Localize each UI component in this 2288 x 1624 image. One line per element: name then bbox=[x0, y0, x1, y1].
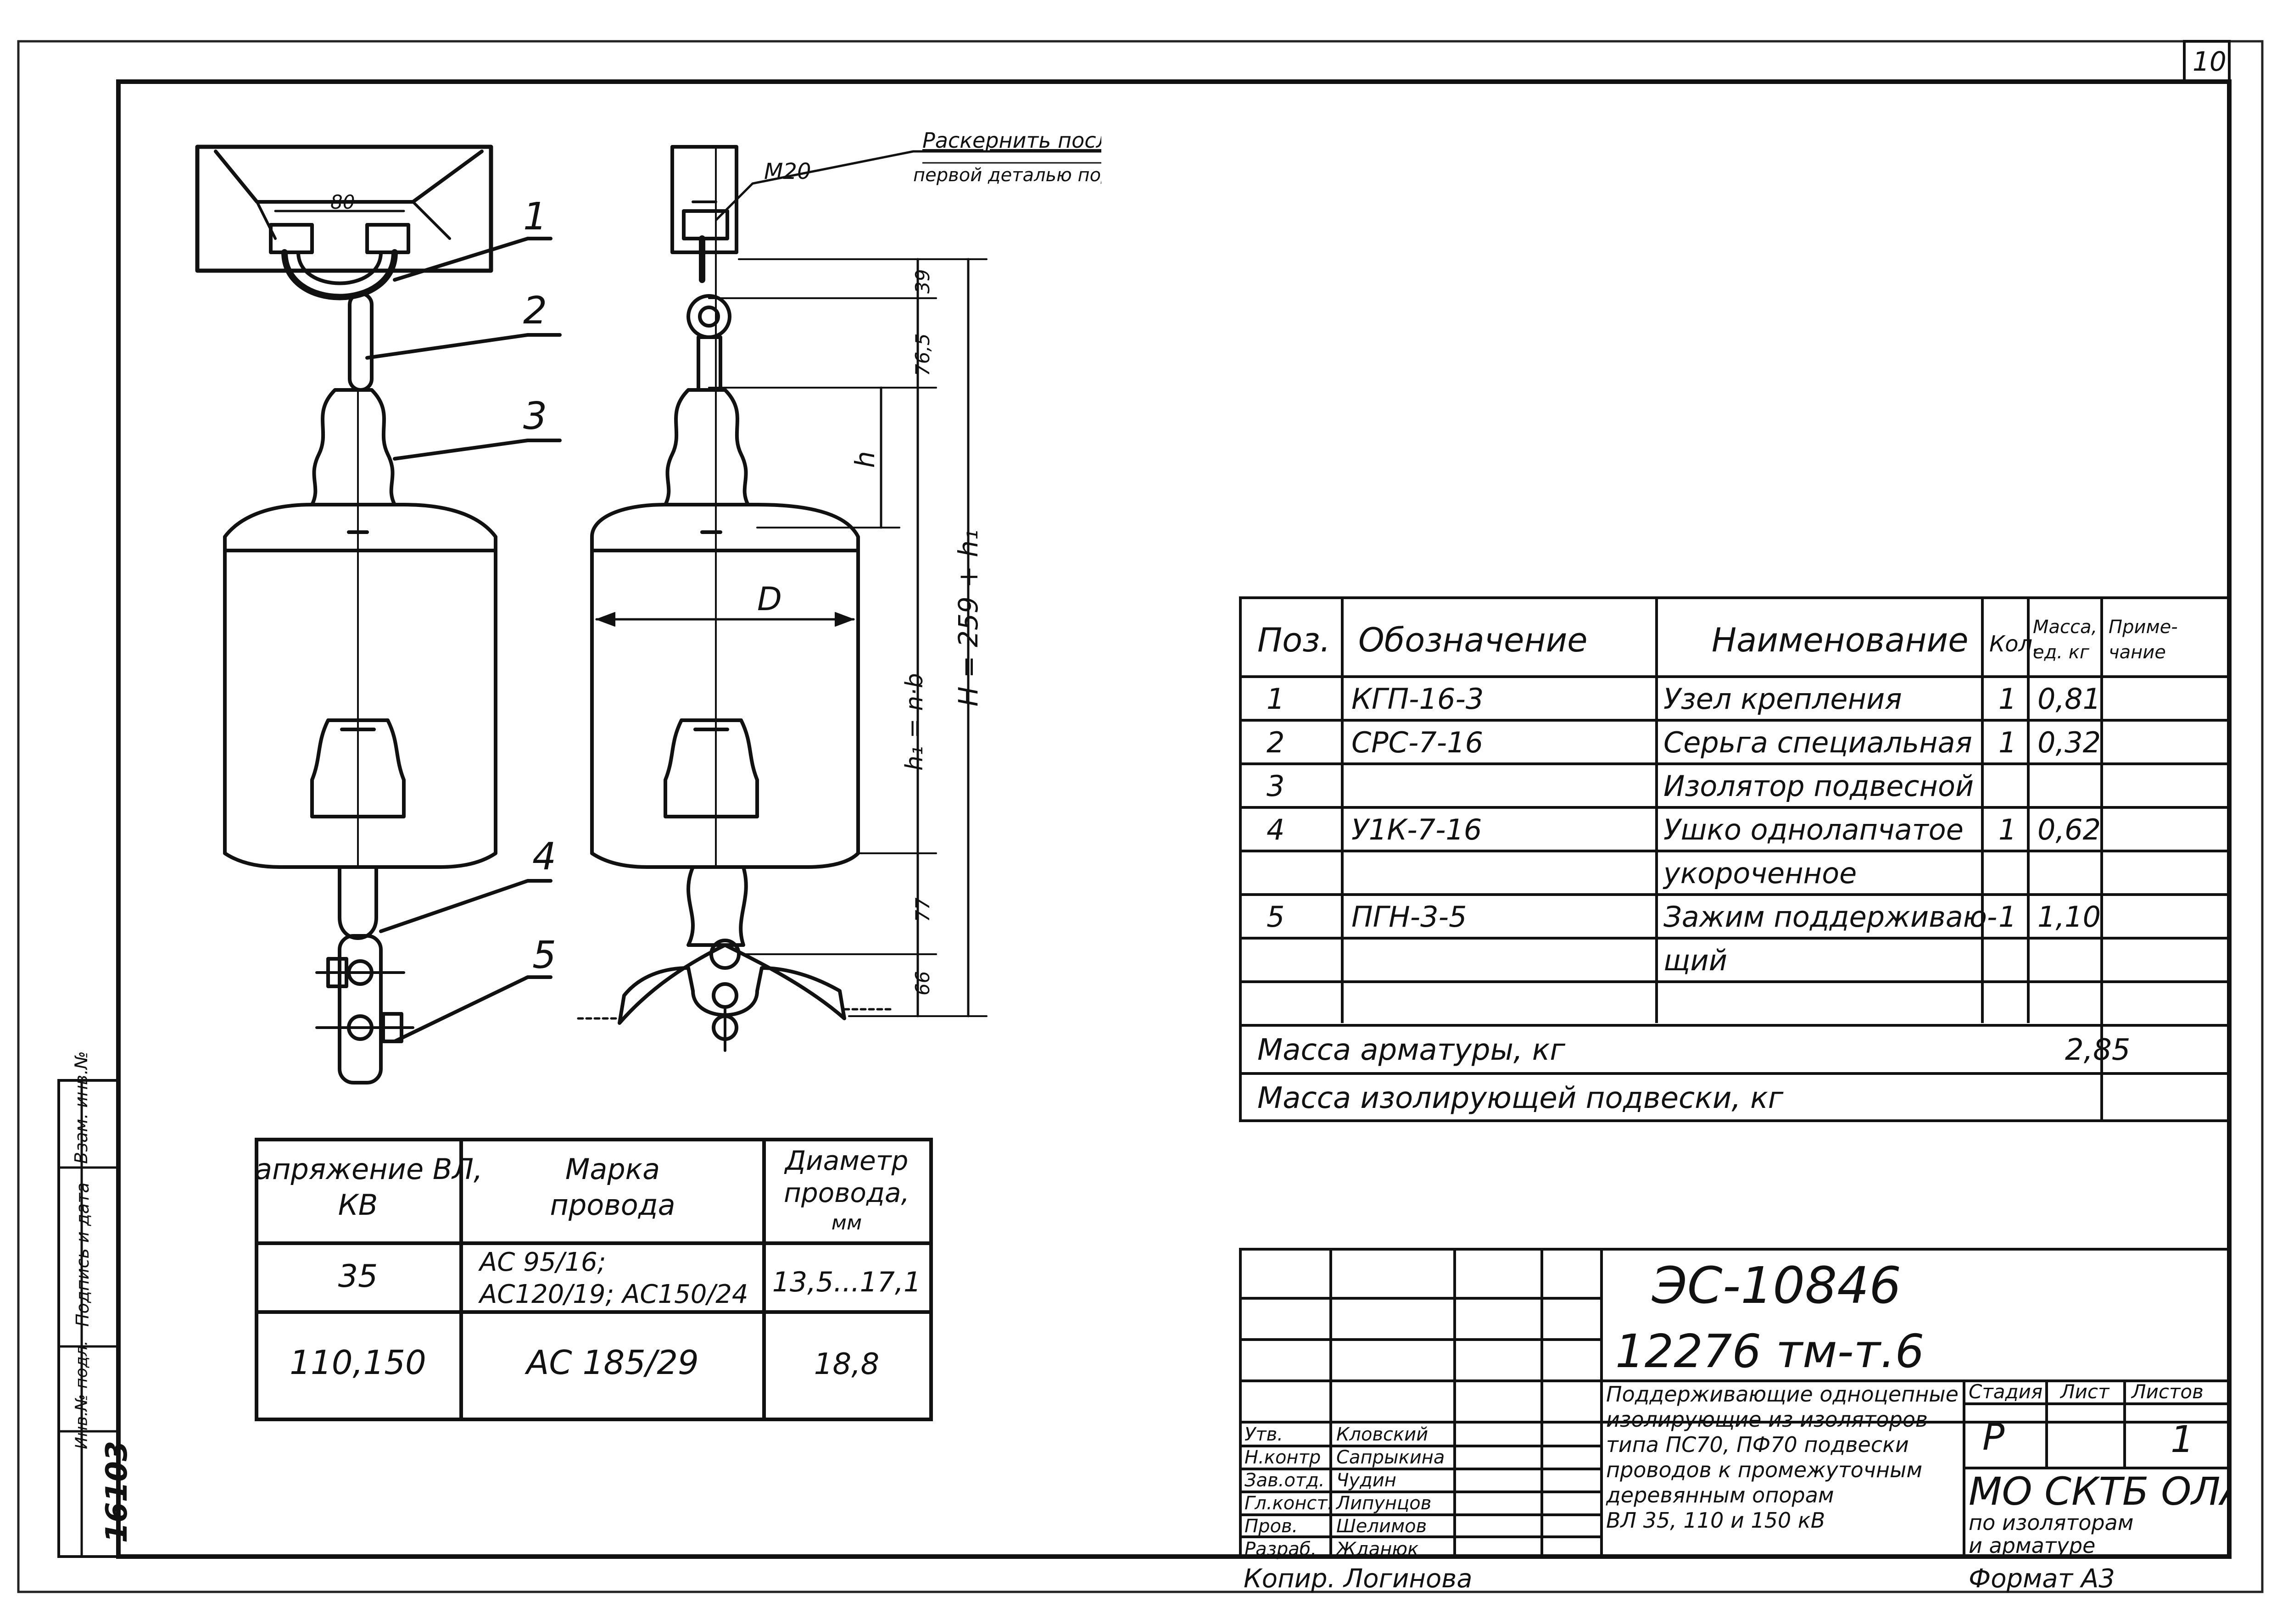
parts-row-mass: 0,32 bbox=[2037, 726, 2101, 759]
wire-row2-diameter: 18,8 bbox=[814, 1347, 880, 1381]
parts-row-qty: 1 bbox=[1998, 726, 2016, 759]
suspension-mass-label: Масса изолирующей подвески, кг bbox=[1257, 1081, 1784, 1115]
note-line1: Раскернить после соединения с bbox=[922, 128, 1101, 153]
parts-row-pos: 3 bbox=[1267, 769, 1284, 803]
parts-row-designation: СРС-7-16 bbox=[1351, 726, 1483, 759]
title-description-line: изолирующие из изоляторов bbox=[1606, 1407, 1928, 1432]
copied-by: Копир. Логинова bbox=[1244, 1564, 1473, 1594]
parts-row-name: Изолятор подвесной bbox=[1663, 769, 1974, 803]
signatory-role: Гл.конст. bbox=[1244, 1493, 1333, 1514]
signatory-name: Кловский bbox=[1336, 1424, 1428, 1445]
side-stamp-inv-orig: Инв.№ подл. bbox=[72, 1340, 91, 1449]
org-line2: по изоляторам bbox=[1969, 1510, 2133, 1535]
sheets-label: Листов bbox=[2131, 1380, 2204, 1403]
parts-row-pos: 4 bbox=[1267, 813, 1284, 846]
fittings-mass-value: 2,85 bbox=[2065, 1033, 2131, 1067]
parts-header-mass: Масса,ед. кг bbox=[2033, 617, 2097, 663]
dim-h: h bbox=[849, 451, 881, 468]
wire-header-voltage: Напряжение ВЛ,КВ bbox=[255, 1152, 483, 1222]
title-description-line: проводов к промежуточным bbox=[1606, 1457, 1922, 1482]
title-block: ЭС-10846 12276 тм-т.6 Утв. КловскийН.конт… bbox=[1239, 1248, 2230, 1594]
parts-row-name: Серьга специальная bbox=[1663, 726, 1972, 759]
signatory-name: Липунцов bbox=[1335, 1493, 1431, 1514]
signatory-role: Разраб. bbox=[1244, 1539, 1317, 1560]
parts-row-name: Узел крепления bbox=[1663, 682, 1902, 716]
signatory-name: Сапрыкина bbox=[1336, 1447, 1445, 1468]
dim-39: 39 bbox=[911, 269, 934, 294]
title-description-line: деревянным опорам bbox=[1606, 1483, 1834, 1507]
signatory-name: Чудин bbox=[1336, 1470, 1396, 1491]
sheet-number: 10 bbox=[2193, 46, 2227, 77]
dim-76-5: 76,5 bbox=[911, 333, 934, 376]
doc-code: ЭС-10846 bbox=[1652, 1256, 1901, 1315]
parts-header-designation: Обозначение bbox=[1358, 621, 1588, 659]
dim-H: H = 259 + h₁ bbox=[953, 530, 984, 706]
signatory-role: Утв. bbox=[1244, 1424, 1283, 1445]
wire-row1-brand-line2: АС120/19; АС150/24 bbox=[478, 1279, 748, 1309]
parts-row-name: Ушко однолапчатое bbox=[1663, 813, 1964, 846]
parts-row-designation: КГП-16-3 bbox=[1351, 682, 1484, 716]
parts-row-mass: 0,62 bbox=[2037, 813, 2101, 846]
sheet-label: Лист bbox=[2059, 1380, 2110, 1403]
wire-row2-brand: АС 185/29 bbox=[525, 1343, 699, 1382]
signatory-role: Пров. bbox=[1244, 1516, 1298, 1537]
wire-row1-brand-line1: АС 95/16; bbox=[478, 1247, 606, 1277]
stage-label: Стадия bbox=[1969, 1380, 2042, 1403]
parts-row-name: укороченное bbox=[1663, 856, 1857, 890]
dim-66: 66 bbox=[911, 971, 934, 996]
dim-h1: h₁ = n·b bbox=[901, 673, 928, 771]
parts-row-qty: 1 bbox=[1998, 900, 2016, 934]
sheets-value: 1 bbox=[2171, 1418, 2194, 1461]
stage-value: Р bbox=[1982, 1416, 2005, 1458]
callout-5: 5 bbox=[532, 934, 556, 977]
side-stamp-sign-date: Подпись и дата bbox=[73, 1182, 93, 1327]
dim-m20: M20 bbox=[764, 159, 811, 184]
parts-header-pos: Поз. bbox=[1257, 621, 1330, 659]
signatory-name: Жданюк bbox=[1335, 1539, 1418, 1560]
parts-table: Поз. Обозначение Наименование Кол. Масса… bbox=[1239, 596, 2230, 1122]
dim-D: D bbox=[757, 580, 782, 618]
parts-row-pos: 1 bbox=[1267, 682, 1284, 716]
callout-2: 2 bbox=[523, 289, 547, 333]
parts-row-qty: 1 bbox=[1998, 813, 2016, 846]
parts-header-qty: Кол. bbox=[1989, 631, 2039, 657]
format-label: Формат А3 bbox=[1969, 1564, 2115, 1594]
dim-80: 80 bbox=[330, 191, 355, 213]
side-stamp-inv-number: 16103 bbox=[100, 1440, 134, 1543]
wire-row1-diameter: 13,5...17,1 bbox=[772, 1266, 921, 1298]
dim-77: 77 bbox=[911, 897, 934, 922]
callout-1: 1 bbox=[523, 195, 547, 239]
signatory-role: Зав.отд. bbox=[1244, 1470, 1325, 1491]
org-line1: МО СКТБ ОЛА bbox=[1969, 1469, 2230, 1514]
parts-row-qty: 1 bbox=[1998, 682, 2016, 716]
org-line3: и арматуре bbox=[1969, 1533, 2095, 1558]
note-line2: первой деталью подвески bbox=[913, 165, 1101, 186]
parts-row-designation: ПГН-3-5 bbox=[1351, 900, 1467, 934]
callout-3: 3 bbox=[523, 395, 547, 438]
parts-row-pos: 2 bbox=[1267, 726, 1284, 759]
parts-row-pos: 5 bbox=[1267, 900, 1284, 934]
callout-4: 4 bbox=[532, 835, 556, 879]
wire-row1-voltage: 35 bbox=[338, 1258, 378, 1295]
title-description-line: ВЛ 35, 110 и 150 кВ bbox=[1606, 1508, 1825, 1533]
parts-row-mass: 0,81 bbox=[2037, 682, 2101, 716]
parts-row-mass: 1,10 bbox=[2037, 900, 2101, 934]
title-description-line: Поддерживающие одноцепные bbox=[1606, 1382, 1959, 1407]
parts-row-name: Зажим поддерживаю- bbox=[1663, 900, 1997, 934]
project-code: 12276 тм-т.6 bbox=[1615, 1324, 1924, 1378]
parts-row-name: щий bbox=[1663, 944, 1727, 977]
parts-header-name: Наименование bbox=[1712, 621, 1969, 659]
wire-row2-voltage: 110,150 bbox=[290, 1343, 426, 1382]
insulator-assembly-drawing: 1 2 3 4 5 80 M20 39 76,5 h D h₁ = n·b H … bbox=[195, 128, 1101, 1085]
parts-header-note: Приме-чание bbox=[2109, 617, 2178, 663]
signatory-name: Шелимов bbox=[1336, 1516, 1427, 1537]
signatory-role: Н.контр bbox=[1244, 1447, 1321, 1468]
title-description-line: типа ПС70, ПФ70 подвески bbox=[1606, 1432, 1909, 1457]
parts-row-designation: У1К-7-16 bbox=[1351, 813, 1482, 846]
fittings-mass-label: Масса арматуры, кг bbox=[1257, 1033, 1565, 1067]
